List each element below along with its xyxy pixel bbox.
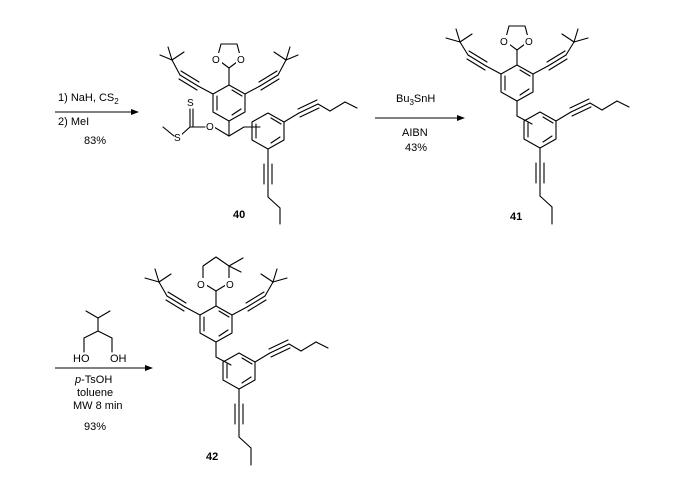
reaction-arrow-3: HO OH p-TsOH toluene MW 8 min 93% (55, 310, 153, 433)
compound-40: O O O S S (159, 43, 358, 225)
yield-2: 43% (405, 142, 427, 154)
condition-mei: 2) MeI (58, 116, 89, 128)
compound-label-40: 40 (233, 209, 245, 221)
condition-microwave: MW 8 min (73, 400, 123, 412)
sulfur-atom: S (174, 133, 181, 144)
neopentyl-glycol-reagent: HO OH (73, 310, 127, 365)
compound-42: O O (144, 256, 329, 466)
reagent-bu3snh: Bu3SnH (396, 93, 435, 107)
oxygen-atom: O (525, 37, 533, 48)
compound-label-42: 42 (206, 451, 218, 463)
oxygen-atom: O (237, 55, 245, 66)
compound-41: O O (445, 25, 630, 225)
yield-1: 83% (84, 135, 106, 147)
reagent-aibn: AIBN (402, 127, 428, 139)
oxygen-atom: O (206, 122, 214, 133)
yield-3: 93% (84, 421, 106, 433)
oxygen-atom: O (500, 37, 508, 48)
reagent-ho: HO (73, 353, 90, 365)
compound-label-41: 41 (510, 211, 522, 223)
sulfur-atom: S (187, 98, 194, 109)
reaction-arrow-2: Bu3SnH AIBN 43% (375, 93, 465, 154)
oxygen-atom: O (226, 280, 234, 291)
reagent-toluene: toluene (77, 387, 113, 399)
oxygen-atom: O (197, 280, 205, 291)
reagent-ptsoh: p-TsOH (74, 374, 112, 386)
reagent-oh: OH (110, 353, 127, 365)
condition-nah-cs2: 1) NaH, CS2 (58, 92, 119, 106)
oxygen-atom: O (212, 55, 220, 66)
reaction-arrow-1: 1) NaH, CS2 2) MeI 83% (55, 92, 139, 147)
